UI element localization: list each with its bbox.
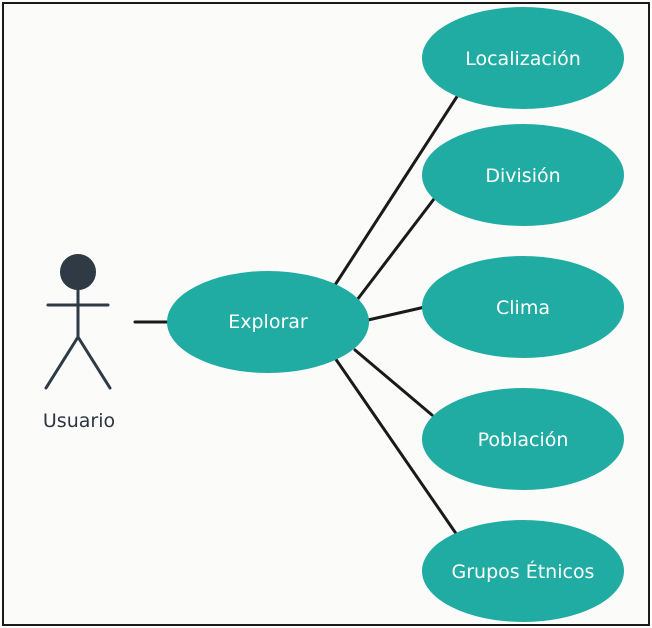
- use-case-localizacion: Localización: [422, 7, 624, 109]
- use-case-grupos-etnicos: Grupos Étnicos: [422, 520, 624, 622]
- actor-usuario: Usuario: [43, 254, 115, 432]
- use-case-ellipse: [422, 256, 624, 358]
- use-case-label: Población: [478, 429, 569, 451]
- actor-head: [60, 254, 96, 290]
- use-case-poblacion: Población: [422, 388, 624, 490]
- use-case-ellipse: [167, 271, 369, 373]
- use-case-division: División: [422, 124, 624, 226]
- use-case-ellipse: [422, 520, 624, 622]
- use-case-clima: Clima: [422, 256, 624, 358]
- connectors: [133, 93, 460, 537]
- explorar-to-division-line: [355, 193, 439, 302]
- use-case-ellipse: [422, 388, 624, 490]
- actor-body: [44, 287, 112, 390]
- explorar-to-localizacion-line: [333, 93, 460, 287]
- use-case-label: Localización: [465, 48, 581, 70]
- actor-label: Usuario: [43, 410, 115, 432]
- use-case-label: Explorar: [228, 311, 308, 333]
- use-case-label: Clima: [496, 297, 550, 319]
- use-case-label: División: [485, 165, 560, 187]
- use-case-label: Grupos Étnicos: [452, 560, 595, 583]
- use-case-ellipse: [422, 7, 624, 109]
- use-case-ellipse: [422, 124, 624, 226]
- explorar-to-clima-line: [366, 305, 427, 322]
- use-case-explorar: Explorar: [167, 271, 369, 373]
- explorar-to-poblacion-line: [353, 348, 434, 417]
- explorar-to-grupos-line: [333, 356, 459, 537]
